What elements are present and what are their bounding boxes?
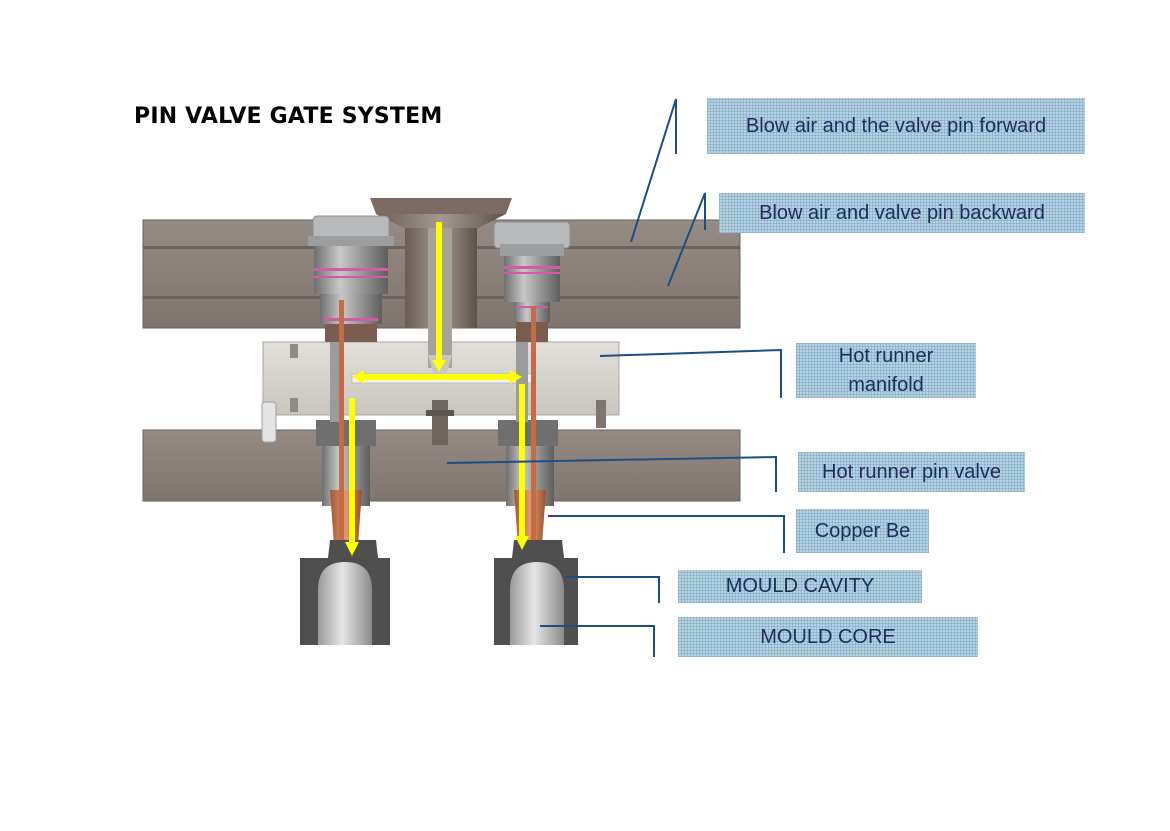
label-hot-runner-manifold: Hot runner manifold [796,343,976,398]
label-blow-backward: Blow air and valve pin backward [719,193,1085,233]
left-mould [300,540,390,645]
label-mould-core-text: MOULD CORE [760,625,896,648]
label-mould-cavity: MOULD CAVITY [678,570,922,603]
right-valve-unit [493,221,571,558]
label-manifold-line2: manifold [848,373,924,396]
label-blow-forward: Blow air and the valve pin forward [707,98,1085,154]
leader-blow-backward [667,192,706,287]
label-copper-be: Copper Be [796,509,929,553]
label-blow-backward-text: Blow air and valve pin backward [759,201,1045,224]
page-title: PIN VALVE GATE SYSTEM [134,104,443,129]
right-mould [494,540,578,645]
leader-blow-forward [630,98,677,243]
leader-copper [548,515,785,553]
left-valve-unit [308,215,394,558]
label-mould-cavity-text: MOULD CAVITY [725,575,875,597]
label-hot-runner-pin-valve: Hot runner pin valve [798,452,1025,492]
label-manifold-line1: Hot runner [838,344,934,367]
leader-mould-cavity [566,576,660,603]
leader-mould-core [540,625,655,657]
label-copper-text: Copper Be [814,519,911,542]
leader-manifold [599,348,782,398]
leader-pin-valve [446,455,777,492]
label-pin-valve-text: Hot runner pin valve [822,460,1001,483]
hot-runner-manifold [261,341,620,445]
label-blow-forward-text: Blow air and the valve pin forward [745,114,1047,137]
label-mould-core: MOULD CORE [678,617,978,657]
leader-lines [446,98,785,657]
